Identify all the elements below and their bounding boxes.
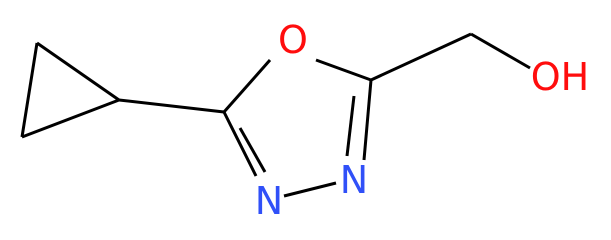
bond-ch2-oh: [470, 32, 531, 70]
bond-c5-n4-double: [238, 127, 267, 173]
oxadiazole-ring: [222, 58, 373, 198]
bond-n3-c2: [362, 79, 373, 161]
bond-c2-ch2: [370, 32, 472, 82]
cyclopropyl-to-ring-bond: [118, 98, 225, 114]
bond-c5-o1: [222, 59, 272, 113]
cyclopropyl-bond-top: [36, 41, 120, 102]
nitrogen-left-label: N: [255, 179, 283, 223]
cyclopropyl-bond-left: [20, 42, 39, 138]
ring-oxygen-label: O: [278, 18, 308, 62]
bond-o1-c2: [315, 58, 372, 82]
bond-n4-n3: [283, 181, 337, 198]
nitrogen-right-label: N: [340, 158, 368, 202]
hydroxyl-label: OH: [531, 55, 589, 99]
bond-c5-n4: [222, 111, 258, 177]
cyclopropyl-group: [20, 41, 120, 139]
molecule-structure: O N N OH: [20, 18, 589, 223]
bond-n3-c2-double: [345, 95, 356, 157]
cyclopropyl-bond-bottom: [21, 98, 120, 139]
